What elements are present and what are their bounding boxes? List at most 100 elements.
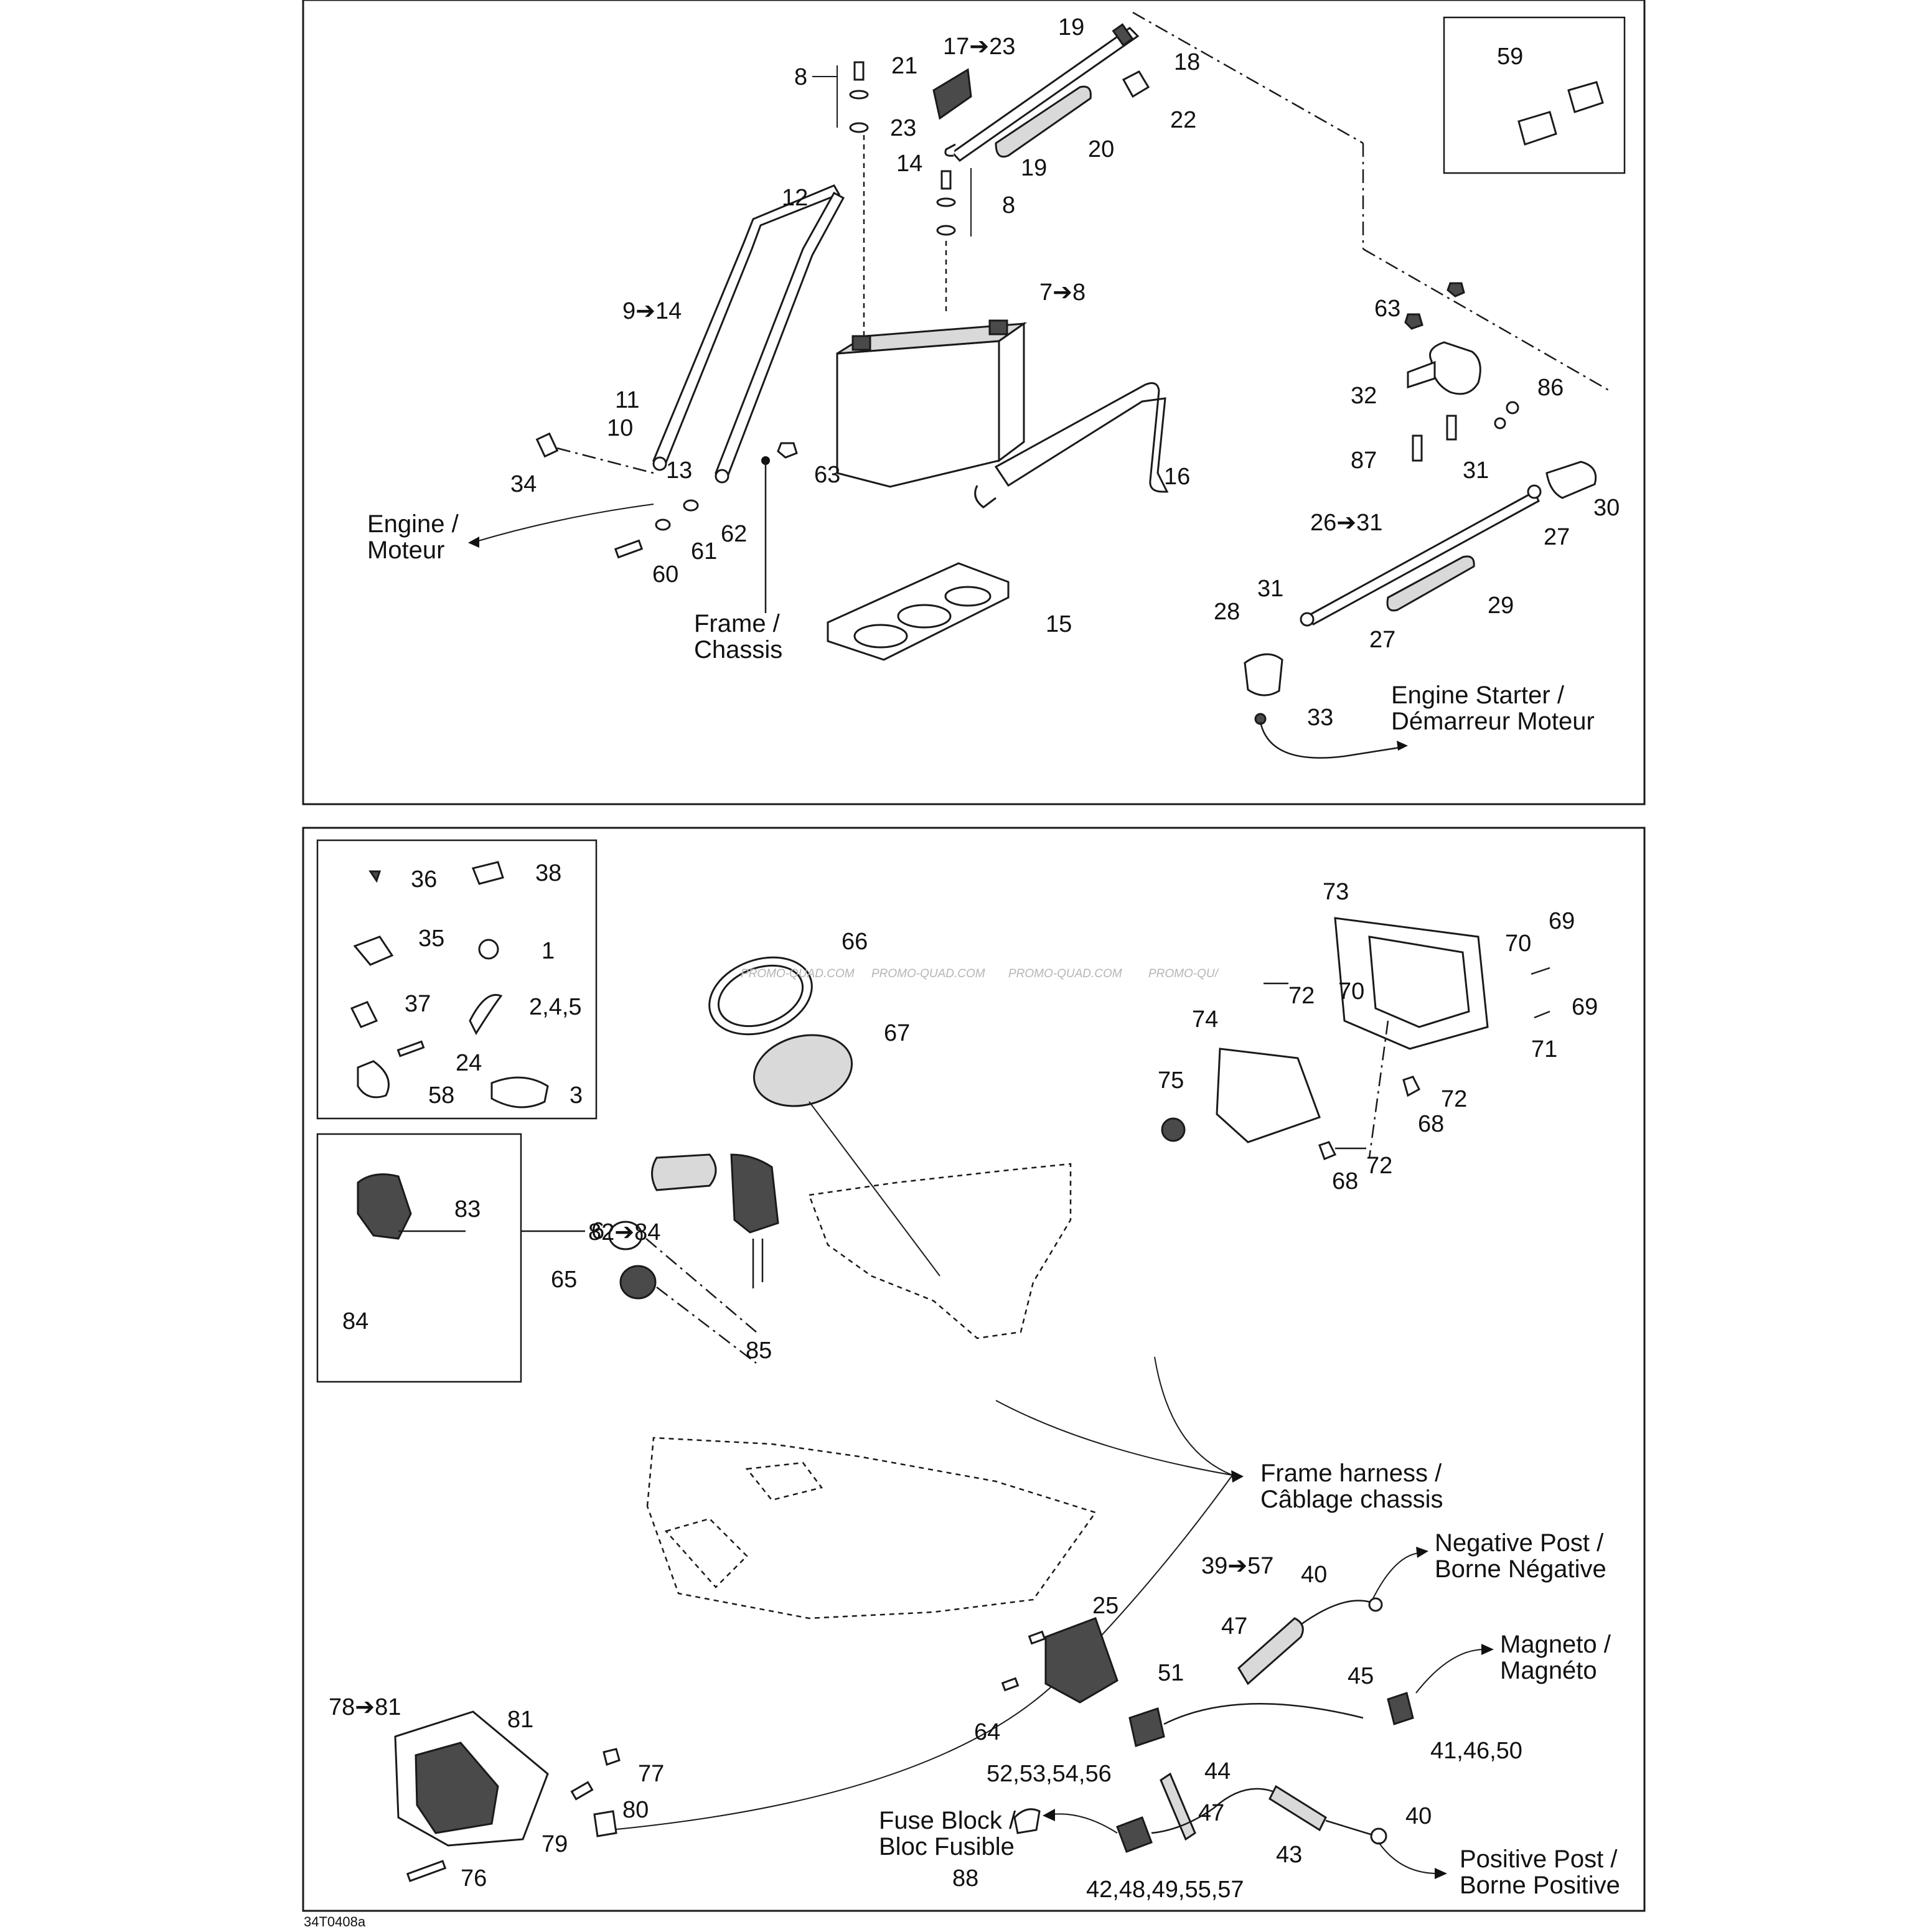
callout: 14 [896, 151, 922, 177]
callout: 11 [615, 387, 639, 413]
callout: 79 [542, 1831, 568, 1857]
callout: 40 [1301, 1562, 1327, 1588]
callout: 28 [1214, 599, 1240, 625]
callout: 85 [746, 1338, 772, 1364]
ref-fuse-block-l1: Fuse Block / [879, 1807, 1016, 1834]
callout: 8 [1002, 192, 1015, 218]
ref-positive-post: Positive Post / Borne Positive [1460, 1845, 1625, 1899]
ref-fuse-block-l2: Bloc Fusible [879, 1833, 1015, 1860]
callout: 13 [666, 457, 692, 484]
callout: 10 [607, 415, 633, 441]
callout: 59 [1497, 44, 1523, 70]
callout: 81 [507, 1707, 533, 1733]
callout: 63 [1374, 296, 1400, 322]
callout: 1 [542, 938, 555, 964]
watermark-4: PROMO-QU/ [1148, 967, 1219, 980]
callout: 60 [652, 561, 678, 588]
inset-clips-box [316, 839, 598, 1120]
top-callouts: 8 21 17➔23 19 18 22 23 19 20 14 12 8 9➔1… [510, 14, 1620, 731]
callout: 30 [1593, 495, 1620, 521]
ref-engine-starter: Engine Starter / Démarreur Moteur [1391, 682, 1595, 735]
inset-switch-box [316, 1133, 522, 1383]
callout: 62 [721, 521, 747, 547]
callout: 68 [1418, 1111, 1444, 1137]
callout: 15 [1046, 611, 1072, 637]
ref-engine-l2: Moteur [367, 537, 445, 564]
ref-engine-starter-l2: Démarreur Moteur [1391, 708, 1595, 735]
callout: 69 [1549, 908, 1575, 934]
callout: 44 [1204, 1758, 1231, 1784]
clip-parts [350, 861, 549, 1109]
callout: 77 [638, 1761, 664, 1787]
callout: 6 [591, 1218, 604, 1244]
callout: 87 [1351, 448, 1377, 474]
ref-engine-starter-l1: Engine Starter / [1391, 682, 1565, 709]
ref-magneto: Magneto / Magnéto [1500, 1631, 1618, 1684]
callout: 80 [622, 1797, 649, 1823]
ref-frame-harness-l1: Frame harness / [1260, 1460, 1442, 1487]
callout: 37 [405, 991, 431, 1017]
callout: 27 [1544, 524, 1570, 550]
callout: 39➔57 [1201, 1553, 1273, 1579]
callout: 19 [1021, 155, 1047, 181]
ref-frame-l2: Chassis [694, 636, 782, 664]
watermark-1: PROMO-QUAD.COM [741, 967, 855, 980]
watermark-3: PROMO-QUAD.COM [1008, 967, 1122, 980]
callout: 51 [1158, 1660, 1184, 1686]
callout: 8 [794, 64, 807, 90]
callout: 12 [782, 185, 808, 211]
callout: 19 [1058, 14, 1084, 40]
callout: 27 [1369, 627, 1395, 653]
callout: 18 [1174, 49, 1200, 75]
ref-frame-l1: Frame / [694, 610, 781, 637]
callout: 88 [952, 1865, 978, 1892]
callout: 25 [1092, 1593, 1118, 1619]
ref-positive-post-l1: Positive Post / [1460, 1845, 1618, 1873]
ref-positive-post-l2: Borne Positive [1460, 1872, 1620, 1899]
callout: 38 [535, 860, 561, 886]
ref-engine-l1: Engine / [367, 510, 459, 538]
ref-fuse-block: Fuse Block / Bloc Fusible [879, 1807, 1023, 1860]
callout: 71 [1531, 1036, 1557, 1062]
callout: 31 [1257, 576, 1283, 602]
ref-negative-post: Negative Post / Borne Négative [1435, 1529, 1610, 1583]
callout: 70 [1505, 931, 1531, 957]
callout: 35 [418, 926, 444, 952]
callout: 70 [1338, 978, 1364, 1005]
callout: 22 [1170, 107, 1196, 133]
callout: 69 [1572, 994, 1598, 1020]
ref-frame-harness: Frame harness / Câblage chassis [1260, 1460, 1448, 1513]
callout: 83 [454, 1196, 481, 1222]
callout: 82➔84 [588, 1219, 660, 1245]
inset-connector-box [1443, 16, 1626, 174]
battery-group [535, 11, 1613, 759]
callout: 47 [1221, 1613, 1247, 1639]
callout: 76 [461, 1865, 487, 1892]
callout: 72 [1366, 1153, 1392, 1179]
callout: 75 [1158, 1067, 1184, 1094]
callout: 9➔14 [622, 298, 682, 324]
callout: 65 [551, 1267, 577, 1293]
callout: 26➔31 [1310, 510, 1382, 536]
callout: 2,4,5 [529, 994, 582, 1020]
callout: 47 [1198, 1800, 1224, 1826]
ref-engine: Engine / Moteur [367, 510, 466, 564]
callout: 3 [570, 1082, 583, 1109]
callout: 40 [1405, 1803, 1432, 1829]
callout: 72 [1288, 983, 1315, 1009]
ref-negative-post-l2: Borne Négative [1435, 1555, 1606, 1583]
callout: 61 [691, 538, 717, 565]
callout: 17➔23 [943, 34, 1015, 60]
callout: 16 [1164, 464, 1190, 490]
watermark-2: PROMO-QUAD.COM [871, 967, 985, 980]
callout: 41,46,50 [1430, 1738, 1522, 1764]
callout: 78➔81 [329, 1694, 401, 1720]
callout: 58 [428, 1082, 454, 1109]
ref-magneto-l1: Magneto / [1500, 1631, 1611, 1658]
callout: 86 [1537, 375, 1564, 401]
callout: 32 [1351, 383, 1377, 409]
callout: 43 [1276, 1842, 1302, 1868]
callout: 36 [411, 866, 437, 893]
callout: 42,48,49,55,57 [1086, 1877, 1244, 1903]
